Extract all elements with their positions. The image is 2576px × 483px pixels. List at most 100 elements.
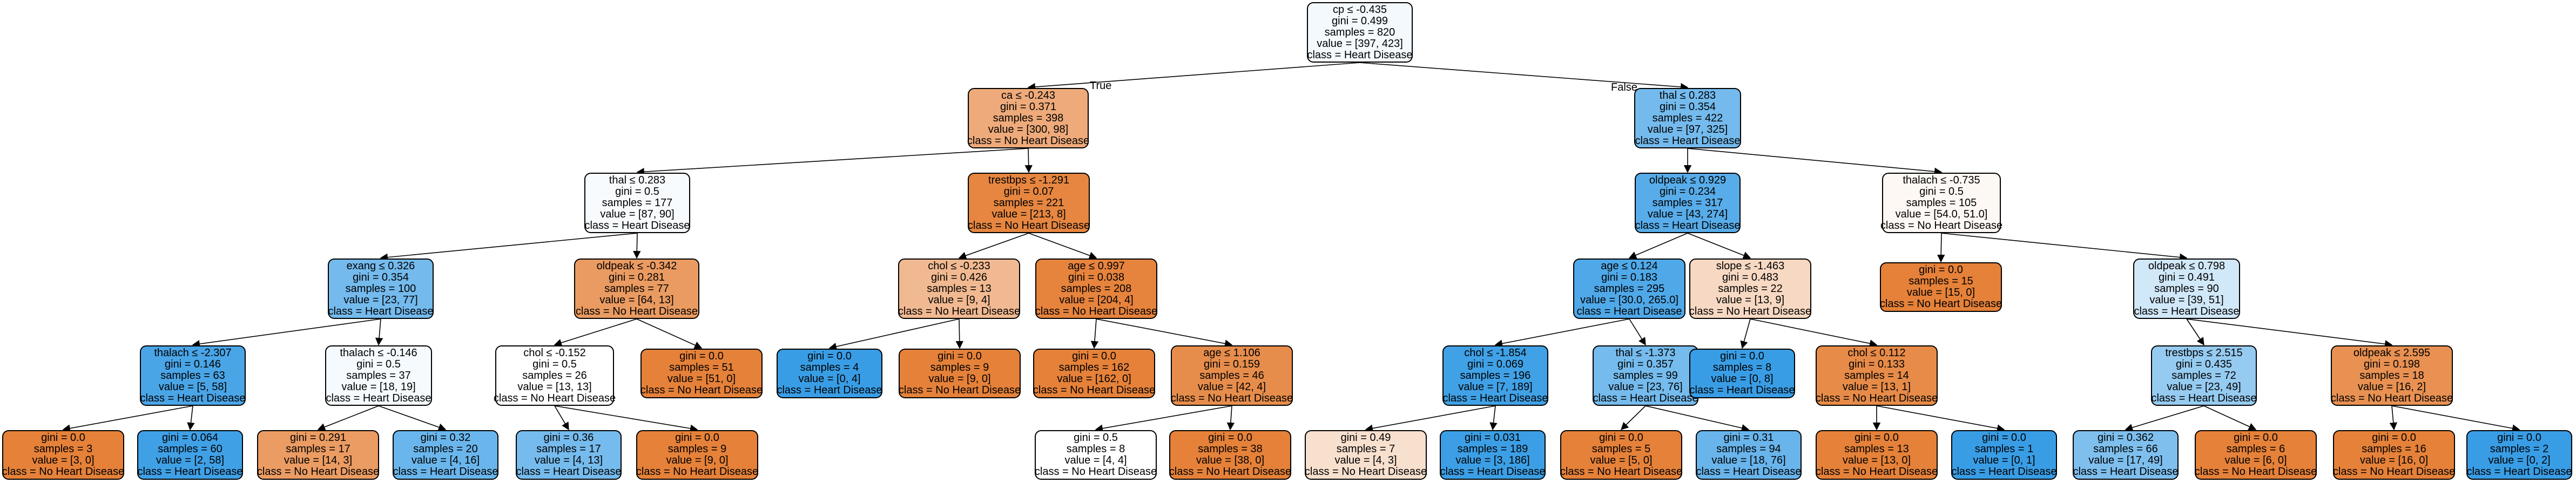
node-line: gini = 0.49: [1340, 432, 1391, 444]
node-line: gini = 0.281: [609, 271, 665, 283]
node-line: gini = 0.5: [356, 358, 401, 370]
node-line: samples = 177: [602, 196, 673, 209]
edge-n16-n32: [378, 405, 447, 431]
edge-n28-n45: [2389, 405, 2397, 431]
node-line: chol ≤ 0.112: [1847, 346, 1906, 359]
edge-n17-n34: [554, 405, 698, 432]
node-line: thalach ≤ -2.307: [154, 346, 232, 359]
node-line: oldpeak ≤ 0.929: [1649, 174, 1727, 186]
node-line: ca ≤ -0.243: [1001, 89, 1055, 101]
edge-n24-n39: [1620, 405, 1646, 431]
node-line: value = [23, 76]: [1608, 380, 1683, 393]
node-line: gini = 0.146: [165, 358, 221, 370]
node-line: gini = 0.159: [1204, 358, 1260, 370]
edge-n10-n22: [1096, 318, 1233, 348]
node-line: samples = 196: [1460, 369, 1531, 382]
node-line: class = Heart Disease: [1440, 466, 1546, 478]
edge-n14-n27: [2186, 318, 2204, 346]
node-line: gini = 0.31: [1723, 432, 1774, 444]
node-line: value = [42, 4]: [1197, 380, 1266, 393]
node-line: class = No Heart Disease: [1034, 466, 1157, 478]
node-line: value = [7, 189]: [1458, 380, 1533, 393]
node-line: class = Heart Disease: [140, 392, 246, 404]
node-line: value = [15, 0]: [1906, 287, 1975, 298]
node-line: class = Heart Disease: [393, 466, 498, 478]
edge-n16-n31: [317, 405, 379, 431]
node-line: value = [9, 0]: [666, 454, 729, 466]
node-line: class = Heart Disease: [1593, 392, 1698, 404]
node-line: value = [0, 2]: [2488, 454, 2551, 466]
node-line: samples = 2: [2490, 443, 2549, 455]
edge-n24-n40: [1645, 405, 1750, 432]
node-line: slope ≤ -1.463: [1716, 260, 1785, 272]
edge-n28-n46: [2391, 405, 2520, 432]
node-line: gini = 0.0: [1208, 432, 1252, 444]
node-line: value = [3, 186]: [1455, 454, 1530, 466]
node-line: samples = 189: [1457, 443, 1528, 455]
node-line: class = No Heart Disease: [898, 384, 1021, 396]
node-line: gini = 0.069: [1467, 358, 1523, 370]
node-line: samples = 63: [160, 369, 225, 382]
node-line: gini = 0.483: [1722, 271, 1778, 283]
node-line: class = No Heart Disease: [1815, 466, 1938, 478]
node-line: value = [162, 0]: [1057, 373, 1131, 385]
edge-n23-n38: [1489, 405, 1498, 431]
false-edge-label: False: [1611, 81, 1637, 93]
node-line: gini = 0.426: [931, 271, 987, 283]
node-line: class = No Heart Disease: [898, 305, 1021, 317]
node-line: gini = 0.499: [1332, 15, 1388, 27]
node-line: value = [18, 76]: [1711, 454, 1786, 466]
node-line: samples = 66: [2093, 443, 2158, 455]
node-line: gini = 0.291: [290, 432, 346, 444]
edge-n6-n14: [1941, 233, 2188, 261]
node-line: class = No Heart Disease: [1815, 392, 1938, 404]
node-line: class = No Heart Disease: [1304, 466, 1427, 478]
node-line: gini = 0.038: [1068, 271, 1124, 283]
node-line: value = [51, 0]: [667, 373, 736, 385]
node-line: gini = 0.32: [420, 432, 471, 444]
node-line: gini = 0.354: [1660, 100, 1716, 113]
node-line: samples = 1: [1974, 443, 2034, 455]
node-line: class = No Heart Disease: [967, 134, 1090, 147]
node-line: samples = 90: [2154, 282, 2219, 295]
node-line: samples = 162: [1058, 362, 1130, 373]
node-line: trestbps ≤ -1.291: [988, 174, 1069, 186]
node-line: samples = 5: [1592, 443, 1651, 455]
node-line: class = No Heart Disease: [1879, 298, 2002, 310]
node-line: class = Heart Disease: [1696, 466, 1802, 478]
node-line: value = [9, 4]: [928, 294, 990, 306]
node-line: value = [5, 0]: [1590, 454, 1653, 466]
node-line: class = Heart Disease: [1576, 305, 1682, 317]
node-line: samples = 4: [800, 362, 859, 373]
node-line: class = No Heart Disease: [1033, 384, 1156, 396]
node-line: class = No Heart Disease: [493, 392, 616, 404]
node-line: samples = 9: [930, 362, 989, 373]
node-line: samples = 13: [927, 282, 992, 295]
node-line: samples = 8: [1712, 362, 1772, 373]
true-edge-label: True: [1090, 80, 1112, 92]
edge-n1-n4: [1024, 148, 1033, 173]
node-line: gini = 0.198: [2364, 358, 2420, 370]
node-line: gini = 0.133: [1849, 358, 1905, 370]
node-line: gini = 0.0: [1855, 432, 1899, 444]
